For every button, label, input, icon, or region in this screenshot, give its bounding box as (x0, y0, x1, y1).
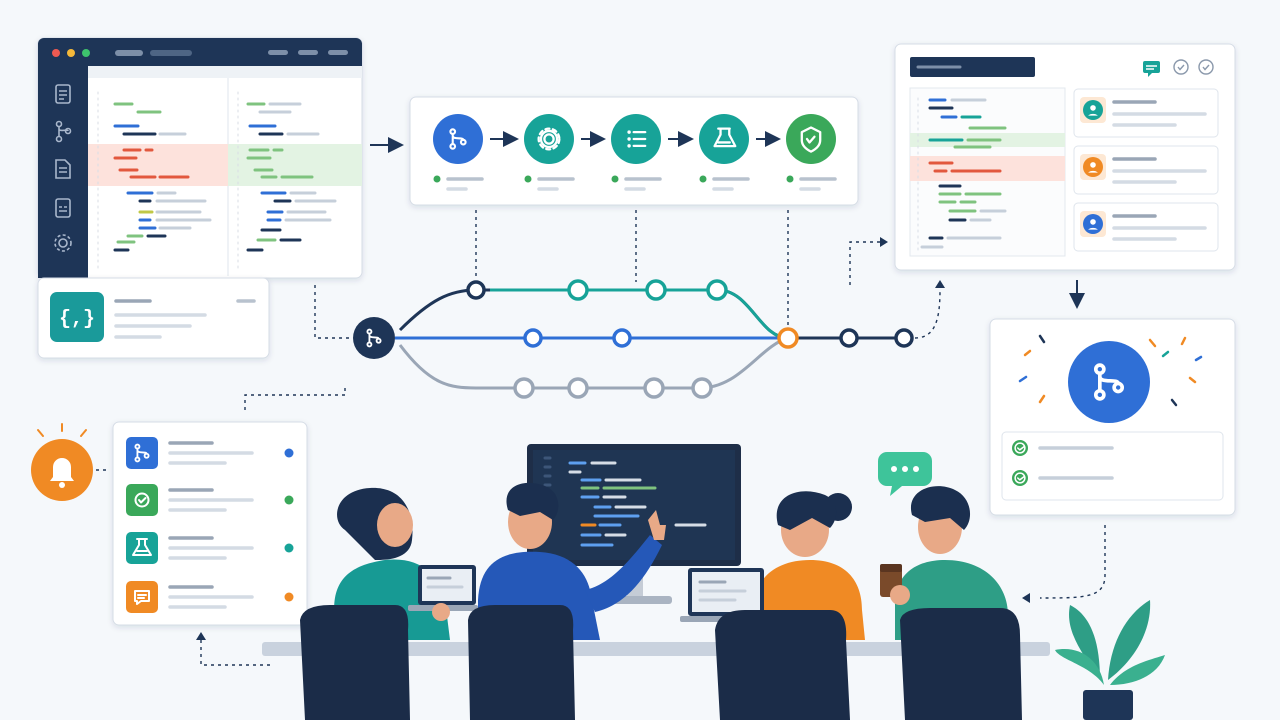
person-3 (680, 491, 865, 720)
commit-node[interactable] (706, 279, 728, 301)
status-dot (433, 175, 441, 183)
commit-node[interactable] (643, 377, 665, 399)
merge-check-item (1012, 470, 1114, 486)
commit-node[interactable] (839, 328, 859, 348)
notification-item[interactable] (126, 581, 294, 613)
window-maximize-button[interactable] (82, 49, 90, 57)
merge-check-item (1012, 440, 1114, 456)
review-removed-highlight (910, 156, 1065, 181)
team-workspace (262, 444, 1165, 720)
person-1 (300, 487, 478, 720)
window-minimize-button[interactable] (67, 49, 75, 57)
code-editor-window (37, 37, 363, 279)
status-dot (611, 175, 619, 183)
pipeline-step-secure[interactable] (786, 114, 837, 191)
source-control-icon[interactable] (55, 120, 72, 143)
comment-icon[interactable] (1143, 61, 1160, 77)
removed-lines-highlight (88, 144, 228, 186)
merge-node[interactable] (777, 327, 799, 349)
confetti (1018, 334, 1203, 407)
status-dot (284, 543, 294, 553)
commit-node[interactable] (567, 377, 589, 399)
flask-icon (132, 538, 152, 556)
desk (262, 642, 1050, 656)
pipeline-step-branch[interactable] (433, 114, 484, 191)
reviewer-comment-card[interactable] (1073, 145, 1219, 195)
pipeline-step-build[interactable] (524, 114, 575, 191)
commit-node[interactable] (691, 377, 713, 399)
branch-graph (353, 237, 945, 399)
status-dot (699, 175, 707, 183)
commit-node[interactable] (567, 279, 589, 301)
notification-item[interactable] (126, 532, 294, 564)
hotfix-branch-line (398, 336, 789, 390)
reviewer-comment-card[interactable] (1073, 202, 1219, 252)
commit-node[interactable] (513, 377, 535, 399)
notification-item[interactable] (126, 484, 294, 516)
list-icon (627, 130, 647, 148)
files-icon[interactable] (55, 84, 71, 104)
potted-plant (1055, 600, 1165, 720)
report-icon[interactable] (55, 198, 71, 218)
pipeline-step-test[interactable] (699, 114, 750, 191)
reviewer-comment-card[interactable] (1073, 88, 1219, 138)
shared-monitor (527, 444, 741, 604)
code-braces-icon (50, 292, 104, 342)
check-circle-icon (1014, 472, 1026, 484)
user-icon (1088, 162, 1098, 173)
review-title-bar (910, 57, 1035, 77)
commit-node[interactable] (894, 328, 914, 348)
status-dot (284, 448, 294, 458)
settings-icon[interactable] (54, 234, 72, 252)
status-dot (786, 175, 794, 183)
code-review-panel (894, 43, 1236, 271)
person-2 (468, 482, 666, 720)
approve-icon[interactable] (1198, 59, 1214, 75)
notification-panel (112, 421, 308, 626)
notification-item[interactable] (126, 437, 294, 469)
status-dot (284, 495, 294, 505)
chat-icon (134, 590, 150, 605)
merge-success-panel (989, 318, 1236, 516)
notification-bell[interactable] (31, 423, 93, 501)
commit-node[interactable] (612, 328, 632, 348)
approve-icon[interactable] (1173, 59, 1189, 75)
pipeline-step-checks[interactable] (611, 114, 662, 191)
gear-icon (537, 127, 561, 151)
shield-check-icon (800, 126, 822, 153)
chat-bubble-icon (878, 452, 932, 496)
commit-node[interactable] (645, 279, 667, 301)
status-dot (284, 592, 294, 602)
commit-node[interactable] (466, 280, 486, 300)
window-close-button[interactable] (52, 49, 60, 57)
flask-icon (713, 127, 737, 148)
document-icon[interactable] (55, 159, 71, 179)
check-circle-icon (134, 492, 150, 508)
code-snippet-card[interactable]: {,} (37, 277, 270, 359)
feature-branch-line (398, 288, 789, 340)
added-lines-highlight (228, 144, 362, 186)
check-circle-icon (1014, 442, 1026, 454)
status-dot (524, 175, 532, 183)
commit-node[interactable] (523, 328, 543, 348)
user-icon (1088, 105, 1098, 116)
code-braces-label: {,} (59, 308, 95, 331)
pipeline-connectors (314, 210, 789, 339)
user-icon (1088, 219, 1098, 230)
person-4 (880, 486, 1022, 720)
ci-pipeline-card (409, 96, 859, 206)
